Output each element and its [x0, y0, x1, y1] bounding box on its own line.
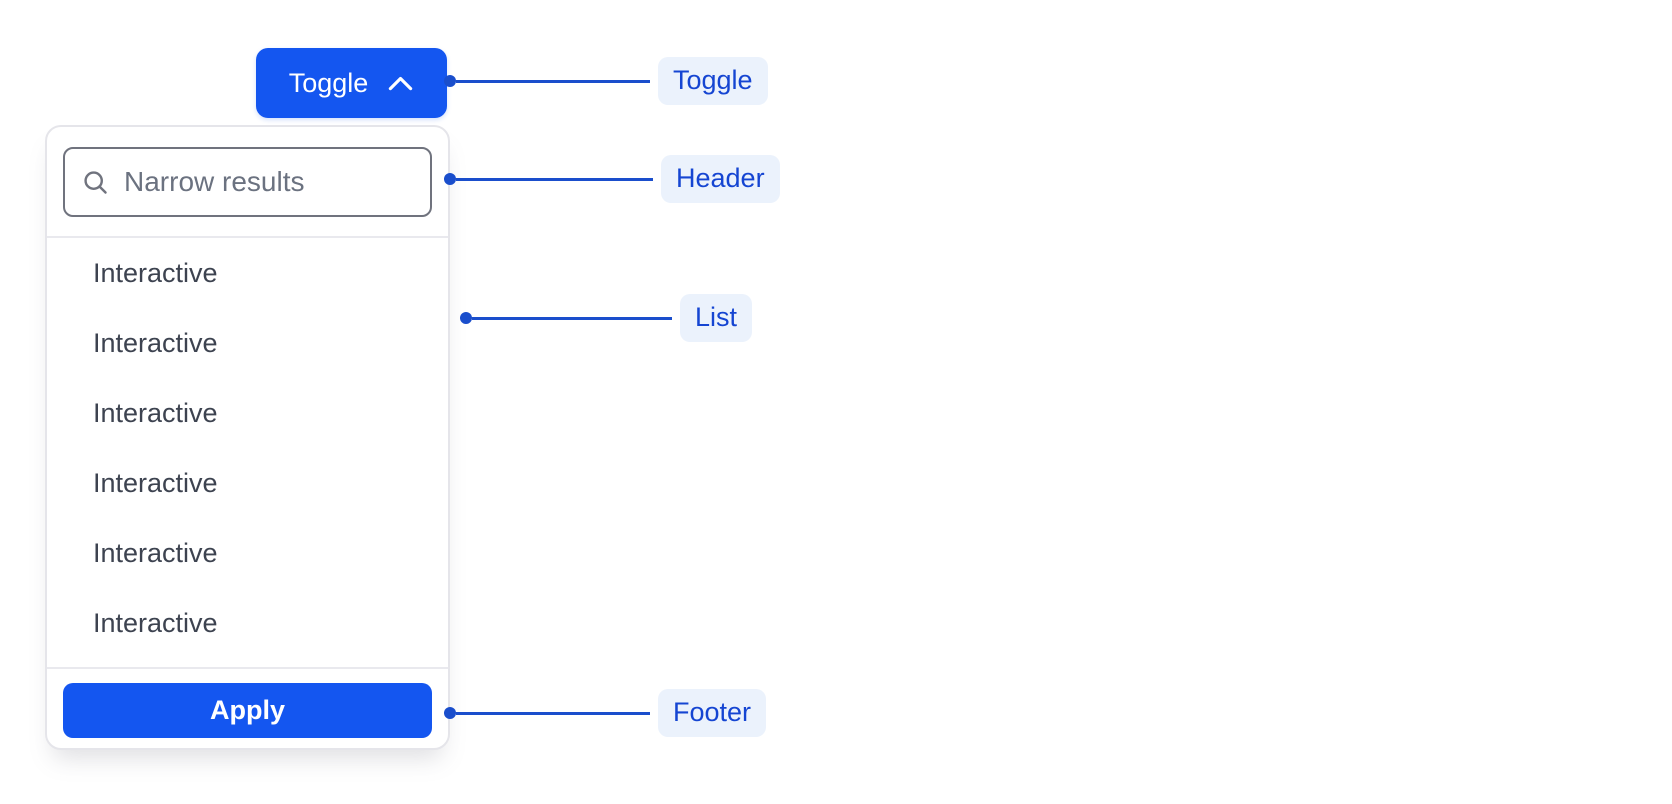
- list-item[interactable]: Interactive: [47, 518, 448, 588]
- toggle-button[interactable]: Toggle: [256, 48, 447, 118]
- list-item-label: Interactive: [93, 537, 218, 568]
- dropdown-panel: Interactive Interactive Interactive Inte…: [45, 125, 450, 750]
- annotation-line: [456, 177, 653, 181]
- annotation-dot-icon: [460, 312, 472, 324]
- list-item[interactable]: Interactive: [47, 378, 448, 448]
- toggle-button-label: Toggle: [288, 67, 369, 98]
- list-item[interactable]: Interactive: [47, 588, 448, 658]
- list-item-label: Interactive: [93, 607, 218, 638]
- annotation-line: [456, 79, 650, 83]
- list-item-label: Interactive: [93, 397, 218, 428]
- list-item[interactable]: Interactive: [47, 238, 448, 308]
- chevron-up-icon: [387, 73, 414, 93]
- annotation-footer: Footer: [444, 689, 767, 737]
- search-box[interactable]: [63, 147, 432, 217]
- annotation-label-footer: Footer: [658, 689, 767, 737]
- list-item-label: Interactive: [93, 467, 218, 498]
- annotation-line: [472, 316, 672, 320]
- dropdown-footer: Apply: [47, 667, 448, 748]
- dropdown-list: Interactive Interactive Interactive Inte…: [47, 238, 448, 667]
- annotation-list: List: [460, 294, 753, 342]
- list-item[interactable]: Interactive: [47, 308, 448, 378]
- list-item[interactable]: Interactive: [47, 448, 448, 518]
- dropdown-header: [47, 127, 448, 238]
- search-icon: [81, 168, 110, 197]
- annotation-label-list: List: [680, 294, 753, 342]
- annotation-label-header: Header: [661, 155, 780, 203]
- annotation-line: [456, 711, 650, 715]
- annotation-label-toggle: Toggle: [658, 57, 768, 105]
- annotation-toggle: Toggle: [444, 57, 768, 105]
- search-input[interactable]: [124, 166, 414, 198]
- annotation-header: Header: [444, 155, 780, 203]
- list-item-label: Interactive: [93, 257, 218, 288]
- apply-button[interactable]: Apply: [63, 683, 432, 738]
- list-item-label: Interactive: [93, 327, 218, 358]
